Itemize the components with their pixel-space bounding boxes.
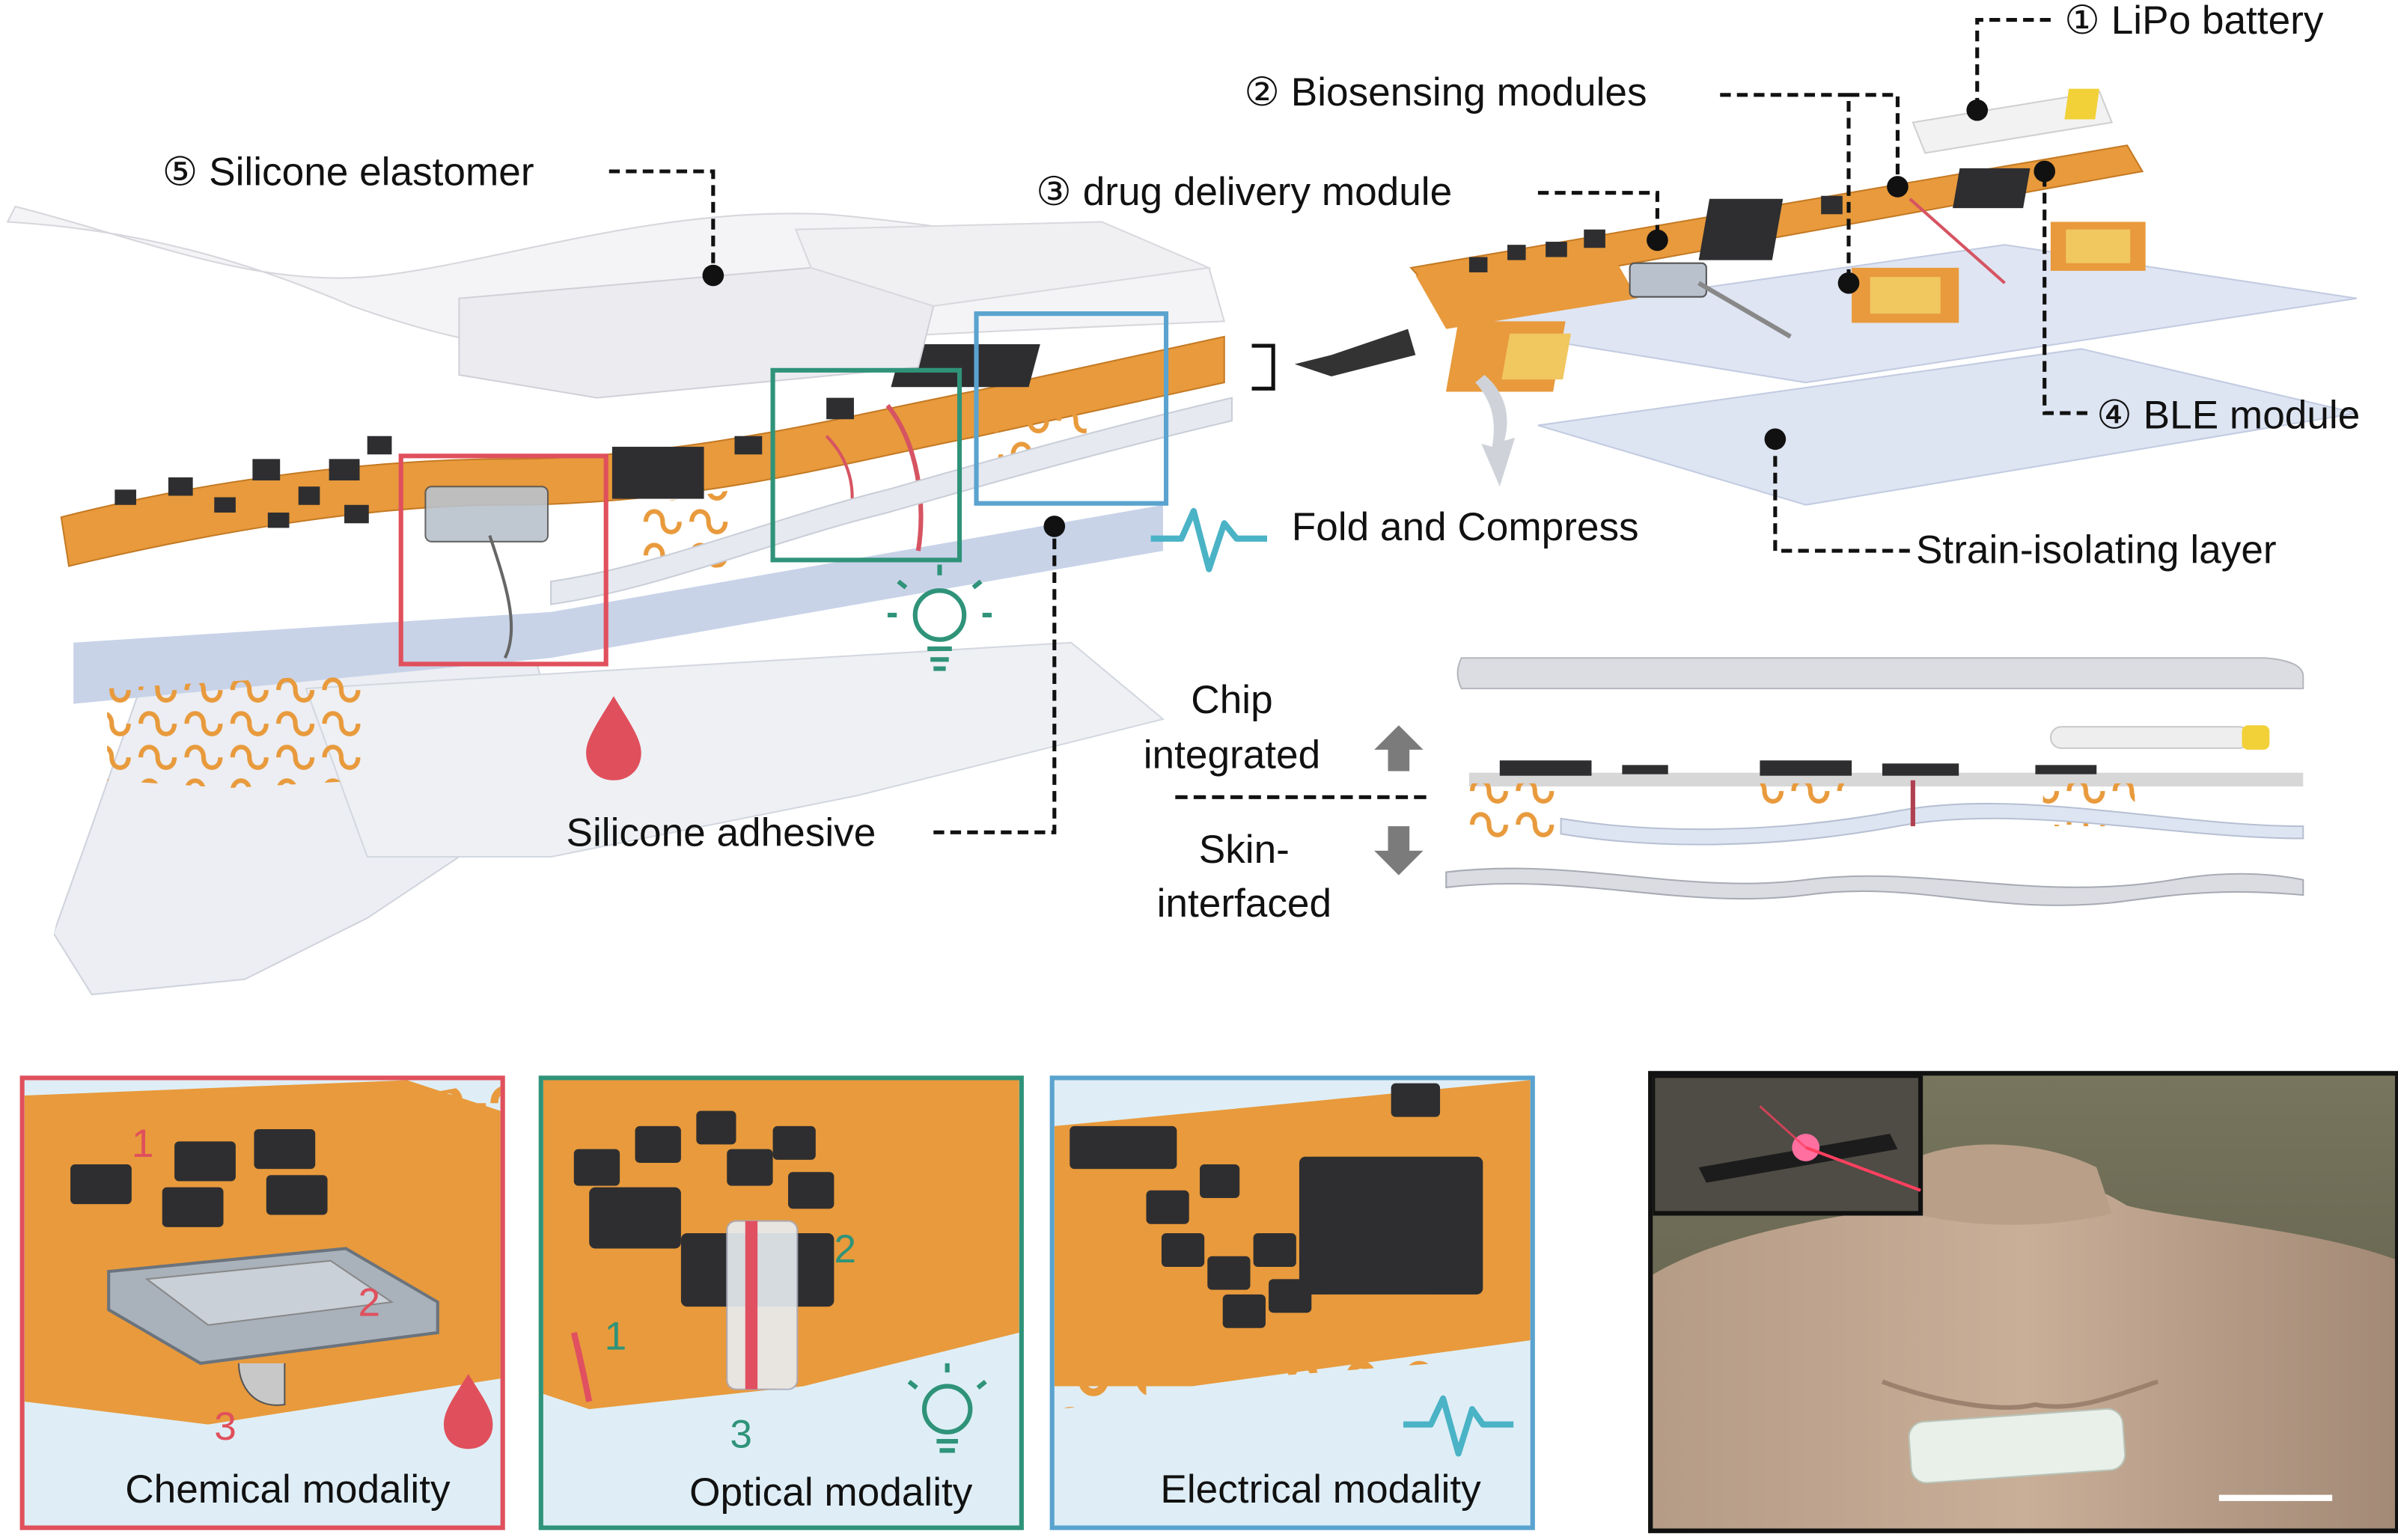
photo-panel — [1648, 1071, 2398, 1533]
optical-fiber — [885, 403, 924, 551]
side-view — [1175, 657, 2304, 906]
ecg-wave-icon — [1150, 507, 1268, 572]
label-ble-module: ④ BLE module — [2096, 391, 2361, 438]
label-integrated: integrated — [1143, 731, 1321, 777]
label-lipo-battery: ① LiPo battery — [2064, 0, 2324, 43]
leader-dots — [702, 99, 2056, 537]
chemical-modality-panel: 1 2 3 Chemical modality — [19, 1075, 505, 1530]
optical-n2: 2 — [834, 1225, 856, 1272]
side-adhesive — [1445, 867, 2304, 906]
lipo-battery — [1912, 91, 2114, 154]
torso — [1653, 1176, 2395, 1529]
side-cover — [1456, 657, 2304, 690]
fold-arrow-icon — [1475, 374, 1516, 487]
electrical-highlight-box — [974, 311, 1169, 506]
side-pcb — [1468, 772, 2304, 786]
silicone-adhesive-layer — [550, 397, 1233, 605]
optical-modality-panel: 2 1 3 Optical modality — [538, 1075, 1024, 1530]
electrical-modality-panel: Electrical modality — [1049, 1075, 1535, 1530]
chemical-n1: 1 — [131, 1119, 154, 1167]
up-arrow-icon — [1374, 725, 1424, 771]
label-biosensing-modules: ② Biosensing modules — [1244, 69, 1647, 115]
label-silicone-adhesive: Silicone adhesive — [566, 809, 876, 855]
chemical-n3: 3 — [214, 1402, 237, 1449]
microfluidic-chip — [424, 486, 549, 543]
label-silicone-elastomer: ⑤ Silicone elastomer — [162, 148, 534, 195]
optical-bulb-icon — [907, 1363, 987, 1453]
flat-device — [1409, 88, 2358, 506]
chemical-highlight-box — [398, 453, 608, 667]
down-arrow-icon — [1374, 826, 1424, 876]
main-device — [0, 205, 1416, 996]
label-drug-delivery-module: ③ drug delivery module — [1036, 168, 1453, 215]
label-strain-isolating-layer: Strain-isolating layer — [1915, 526, 2277, 572]
adhesive-window — [0, 857, 70, 949]
left-arrow-icon — [1294, 329, 1416, 376]
label-skin: Skin- — [1198, 826, 1290, 873]
chemical-n2: 2 — [358, 1279, 381, 1325]
wearable-device — [1908, 1408, 2126, 1484]
electrical-ecg-icon — [1403, 1395, 1514, 1457]
blood-drop-icon — [586, 696, 641, 780]
optical-n1: 1 — [604, 1313, 627, 1359]
chemical-modality-title: Chemical modality — [125, 1465, 451, 1512]
label-interfaced: interfaced — [1156, 879, 1332, 926]
light-bulb-icon — [887, 564, 992, 671]
pcb-components — [115, 344, 1040, 528]
strain-isolating-block — [73, 504, 1163, 704]
electrical-modality-title: Electrical modality — [1160, 1465, 1481, 1512]
optical-n3: 3 — [730, 1411, 752, 1457]
label-fold-and-compress: Fold and Compress — [1291, 503, 1639, 550]
optical-highlight-box — [770, 367, 962, 563]
optical-modality-title: Optical modality — [689, 1468, 973, 1515]
chemical-drop-icon — [443, 1374, 493, 1449]
leader-lines — [608, 18, 2087, 834]
label-chip: Chip — [1191, 676, 1273, 723]
